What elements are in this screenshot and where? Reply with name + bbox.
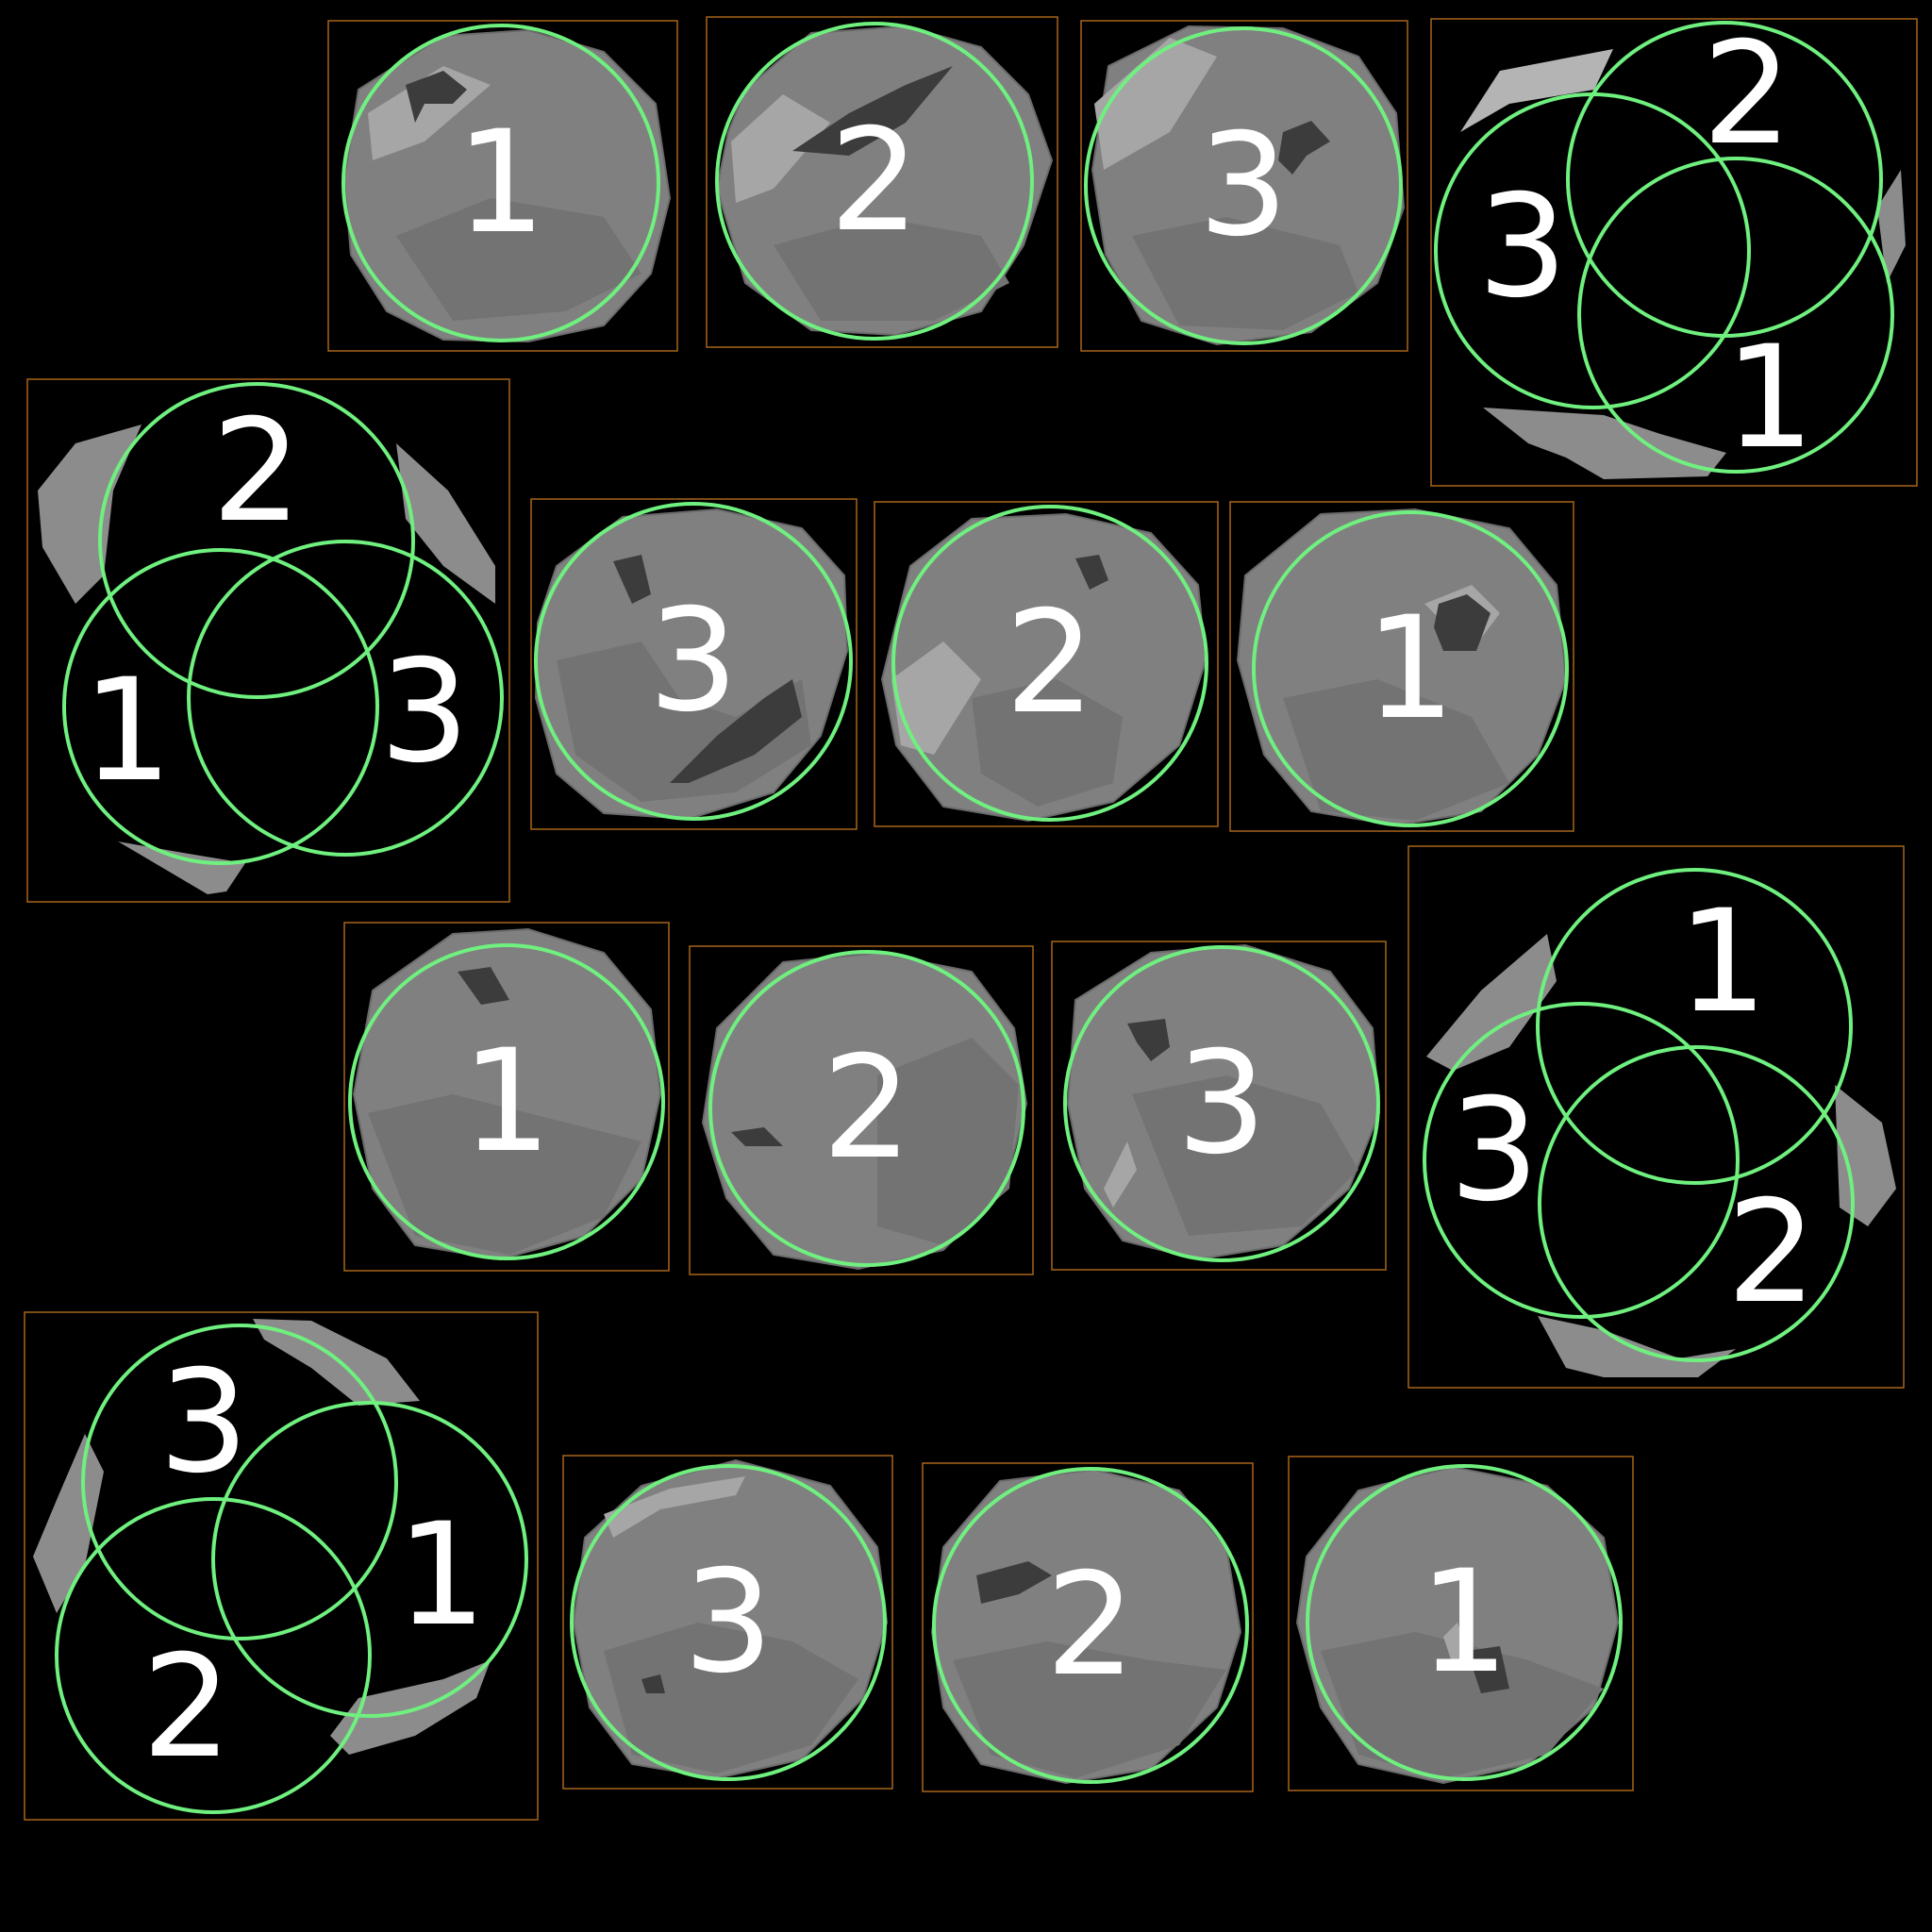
hit-circle [81, 1324, 398, 1641]
asteroid-number-label: 3 [648, 579, 738, 743]
asteroid-sprite-1: 1 [1288, 1456, 1634, 1791]
sprite-frame [1407, 845, 1905, 1389]
asteroid-number-label: 2 [1726, 1171, 1816, 1335]
asteroid-sprite-1: 1 [1229, 501, 1574, 832]
asteroid-number-label: 1 [1365, 587, 1455, 751]
sprite-frame [706, 16, 1058, 348]
hit-circle [1423, 1002, 1740, 1319]
asteroid-rock-icon [880, 512, 1208, 823]
asteroid-number-label: 2 [211, 390, 301, 554]
hit-circle [187, 540, 504, 857]
sprite-frame [24, 1311, 539, 1821]
hit-circle [211, 1401, 528, 1718]
asteroid-sprite-3: 3 [1080, 20, 1408, 352]
hit-circle [55, 1497, 372, 1814]
asteroid-number-label: 1 [461, 1020, 551, 1184]
sprite-frame [327, 20, 678, 352]
asteroid-number-label: 3 [158, 1341, 248, 1505]
asteroid-number-label: 2 [142, 1625, 231, 1790]
asteroid-cluster-sprite: 1 3 2 [1407, 845, 1905, 1389]
asteroid-sprite-3: 3 [562, 1455, 893, 1790]
asteroid-sprite-3: 3 [530, 498, 858, 830]
hit-circle [1063, 945, 1380, 1262]
asteroid-number-label: 1 [1419, 1541, 1508, 1705]
asteroid-number-label: 3 [1198, 104, 1288, 268]
asteroid-number-label: 2 [1045, 1543, 1135, 1707]
hit-circle [891, 505, 1208, 822]
sprite-frame [689, 945, 1034, 1275]
asteroid-number-label: 2 [822, 1026, 911, 1191]
asteroid-number-label: 1 [1724, 316, 1814, 480]
asteroid-cluster-sprite: 3 1 2 [24, 1311, 539, 1821]
hit-circle [932, 1467, 1249, 1784]
hit-circle [348, 943, 665, 1260]
asteroid-sprite-1: 1 [343, 922, 670, 1272]
sprite-frame [1288, 1456, 1634, 1791]
asteroid-cluster-sprite: 2 3 1 [1430, 12, 1918, 487]
asteroid-cluster-sprite: 2 1 3 [26, 378, 510, 903]
hit-circle [1536, 868, 1853, 1185]
hit-circle [708, 950, 1025, 1267]
asteroid-number-label: 1 [456, 101, 545, 265]
sprite-frame [562, 1455, 893, 1790]
asteroid-number-label: 3 [379, 630, 469, 794]
asteroid-number-label: 3 [1477, 165, 1567, 329]
sprite-frame [922, 1462, 1254, 1792]
hit-circle [98, 382, 415, 699]
hit-circle [715, 22, 1034, 341]
sprite-frame [343, 922, 670, 1272]
asteroid-number-label: 1 [82, 649, 172, 813]
sprite-frame [26, 378, 510, 903]
hit-circle [534, 502, 853, 821]
hit-circle [1306, 1464, 1623, 1781]
hit-circle [1084, 26, 1403, 345]
asteroid-sprite-2: 2 [874, 501, 1219, 827]
hit-circle [62, 548, 379, 865]
asteroid-sprite-2: 2 [706, 16, 1058, 348]
hit-circle [570, 1464, 887, 1781]
hit-circle [1252, 510, 1569, 827]
hit-circle [1577, 157, 1894, 474]
asteroid-sprite-2: 2 [689, 945, 1034, 1275]
sprite-frame [874, 501, 1219, 827]
asteroid-number-label: 2 [829, 99, 919, 263]
asteroid-number-label: 3 [1176, 1022, 1266, 1186]
sprite-frame [1051, 941, 1387, 1271]
sprite-frame [1080, 20, 1408, 352]
sprite-frame [1229, 501, 1574, 832]
hit-circle [1538, 1045, 1855, 1362]
sprite-frame [530, 498, 858, 830]
asteroid-number-label: 2 [1702, 12, 1791, 176]
hit-circle [341, 24, 660, 342]
asteroid-number-label: 1 [396, 1493, 486, 1657]
asteroid-sprite-2: 2 [922, 1462, 1254, 1792]
asteroid-number-label: 3 [683, 1541, 773, 1705]
asteroid-number-label: 1 [1677, 880, 1767, 1044]
sprite-frame [1430, 18, 1918, 487]
hit-circle [1434, 92, 1751, 409]
asteroid-sprite-1: 1 [327, 20, 678, 352]
asteroid-number-label: 3 [1449, 1069, 1539, 1233]
asteroid-sprite-3: 3 [1051, 941, 1387, 1271]
asteroid-number-label: 2 [1005, 581, 1094, 745]
